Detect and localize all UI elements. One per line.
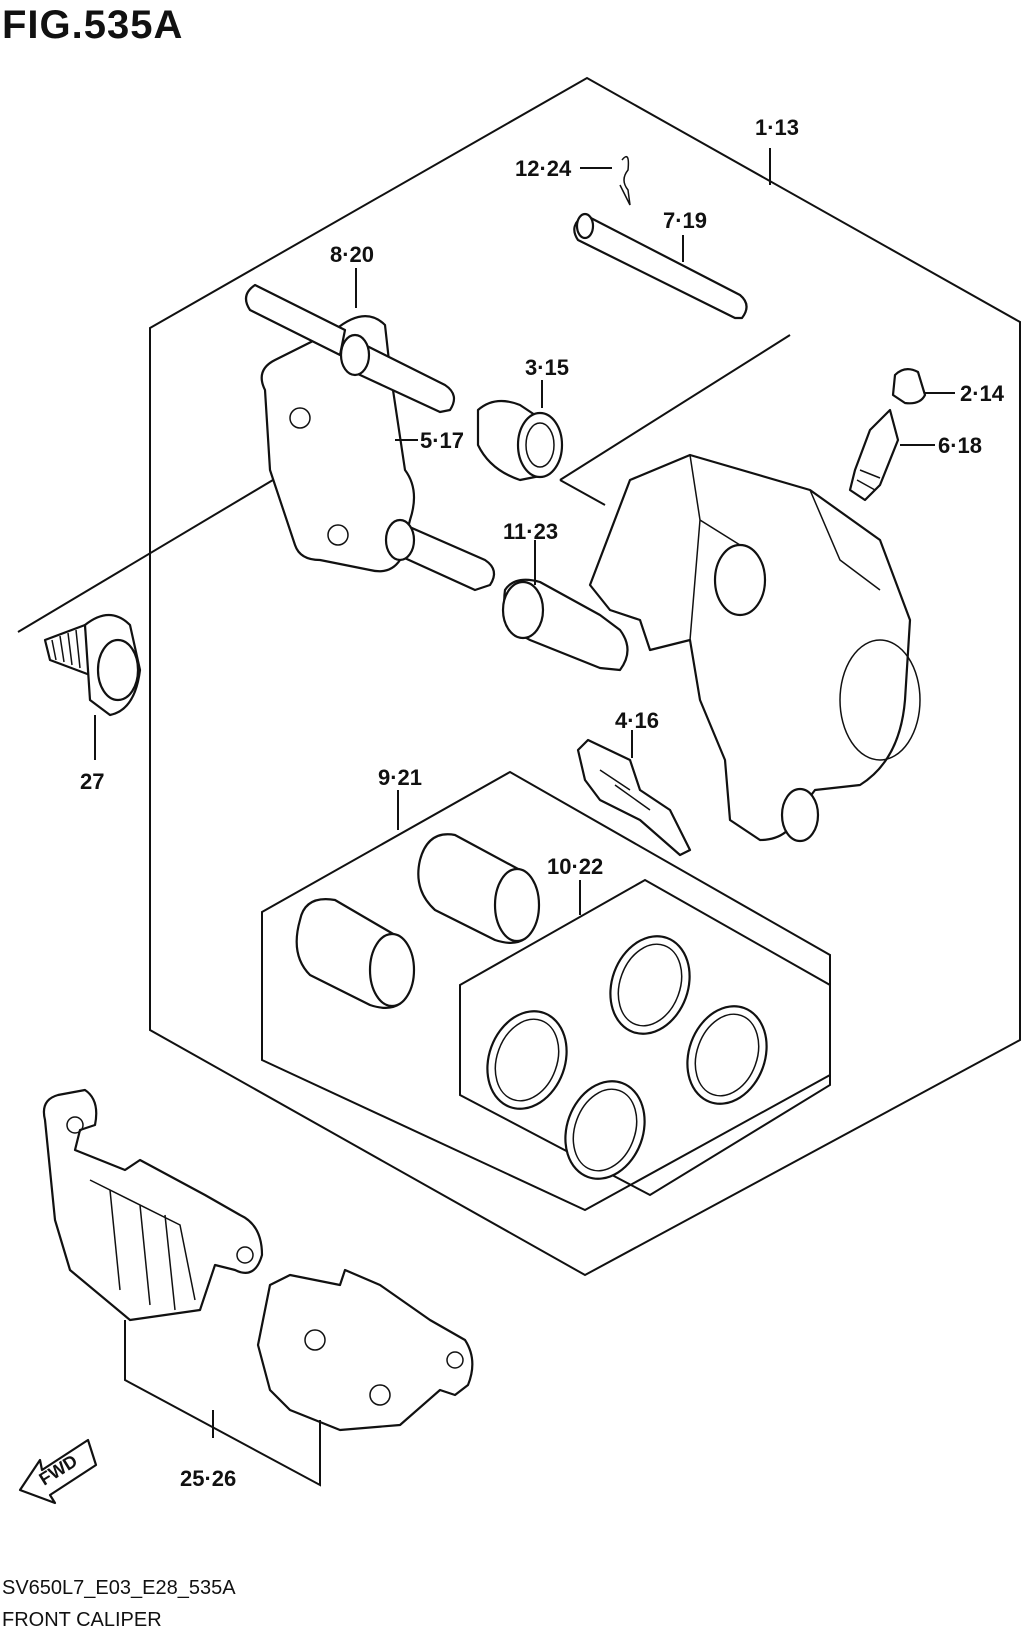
- assembly-outline: [149, 76, 1021, 1277]
- fwd-arrow-icon: FWD: [18, 1438, 98, 1505]
- seal-subbox: [459, 878, 831, 1197]
- bracket-bolt: [43, 613, 142, 717]
- callout-1-13: 1·13: [755, 115, 799, 140]
- figure-caption: FRONT CALIPER: [2, 1609, 162, 1631]
- callout-8-20: 8·20: [330, 242, 374, 267]
- assembly-outline-inner-break: [559, 334, 791, 506]
- caliper-bracket: [244, 283, 496, 592]
- bleeder-cap: [891, 368, 927, 405]
- leader-lines: [94, 148, 955, 1487]
- callout-25-26: 25·26: [180, 1466, 236, 1491]
- brake-pad-inner: [42, 1088, 264, 1322]
- caliper-body: [588, 453, 921, 843]
- callout-2-14: 2·14: [960, 381, 1005, 406]
- callout-9-21: 9·21: [378, 765, 422, 790]
- callout-6-18: 6·18: [938, 433, 982, 458]
- callout-12-24: 12·24: [515, 156, 572, 181]
- pad-spring: [576, 738, 692, 857]
- callout-27: 27: [80, 769, 104, 794]
- pin-clip: [619, 155, 631, 206]
- piston-a: [295, 898, 416, 1009]
- piston-seals: [486, 935, 768, 1180]
- callout-5-17: 5·17: [420, 428, 464, 453]
- callout-4-16: 4·16: [615, 708, 659, 733]
- piston-b: [417, 833, 541, 944]
- callout-10-22: 10·22: [547, 854, 603, 879]
- figure-title: FIG.535A: [2, 3, 183, 47]
- callout-7-19: 7·19: [663, 208, 707, 233]
- brake-pad-outer: [256, 1268, 474, 1432]
- callout-11-23: 11·23: [503, 519, 558, 544]
- figure-code: SV650L7_E03_E28_535A: [2, 1577, 236, 1599]
- bleeder-valve: [848, 408, 900, 502]
- callout-3-15: 3·15: [525, 355, 569, 380]
- caliper-pin: [573, 212, 748, 320]
- pin-boot: [476, 399, 564, 482]
- sleeve-boot: [501, 578, 629, 672]
